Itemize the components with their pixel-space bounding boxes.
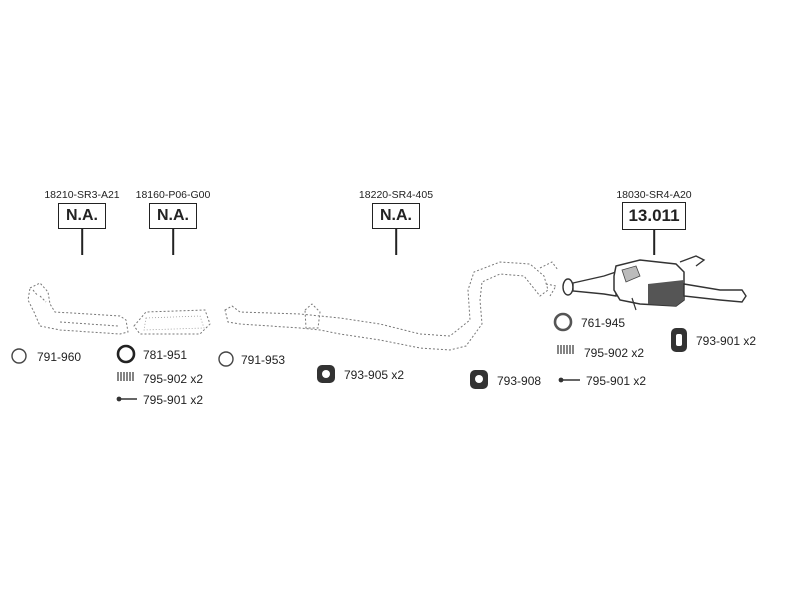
part-number-label[interactable]: 781-951 [143, 348, 188, 362]
part-number-label[interactable]: 793-905 x2 [344, 368, 405, 382]
part-code-center-pipe[interactable]: N.A. [372, 203, 420, 229]
spring-icon [117, 372, 134, 381]
oem-number-rear-silencer: 18030-SR4-A20 [616, 189, 692, 201]
rubber-hanger-icon [317, 365, 335, 383]
part-code-catalytic-converter[interactable]: N.A. [149, 203, 197, 229]
spring-icon [557, 345, 574, 354]
part-number-label[interactable]: 761-945 [581, 316, 626, 330]
center-pipe-outline [224, 261, 559, 351]
part-number-label[interactable]: 795-902 x2 [584, 346, 645, 360]
oem-number-catalytic-converter: 18160-P06-G00 [135, 189, 211, 201]
gasket-ring-icon [218, 351, 234, 367]
front-pipe-outline [27, 282, 129, 335]
part-number-label[interactable]: 795-901 x2 [586, 374, 647, 388]
bolt-icon [116, 396, 137, 402]
catalytic-converter-shape [133, 309, 211, 335]
oem-number-center-pipe: 18220-SR4-405 [358, 189, 434, 201]
rear-silencer-shape [562, 255, 747, 311]
oem-number-front-pipe: 18210-SR3-A21 [44, 189, 120, 201]
leader-line-center-pipe [395, 229, 397, 255]
part-code-rear-silencer[interactable]: 13.011 [622, 202, 686, 230]
leader-line-rear-silencer [653, 230, 655, 255]
part-code-front-pipe[interactable]: N.A. [58, 203, 106, 229]
rubber-hanger-icon [470, 370, 488, 389]
gasket-ring-icon [11, 348, 27, 364]
rubber-hanger-icon [671, 328, 687, 352]
seal-ring-icon [116, 344, 136, 364]
leader-line-front-pipe [81, 229, 83, 255]
part-number-label[interactable]: 793-901 x2 [696, 334, 757, 348]
part-number-label[interactable]: 791-960 [37, 350, 82, 364]
part-number-label[interactable]: 791-953 [241, 353, 286, 367]
seal-ring-icon [553, 312, 573, 332]
part-number-label[interactable]: 795-902 x2 [143, 372, 204, 386]
part-number-label[interactable]: 795-901 x2 [143, 393, 204, 407]
part-number-label[interactable]: 793-908 [497, 374, 542, 388]
leader-line-catalytic-converter [172, 229, 174, 255]
bolt-icon [558, 377, 580, 383]
